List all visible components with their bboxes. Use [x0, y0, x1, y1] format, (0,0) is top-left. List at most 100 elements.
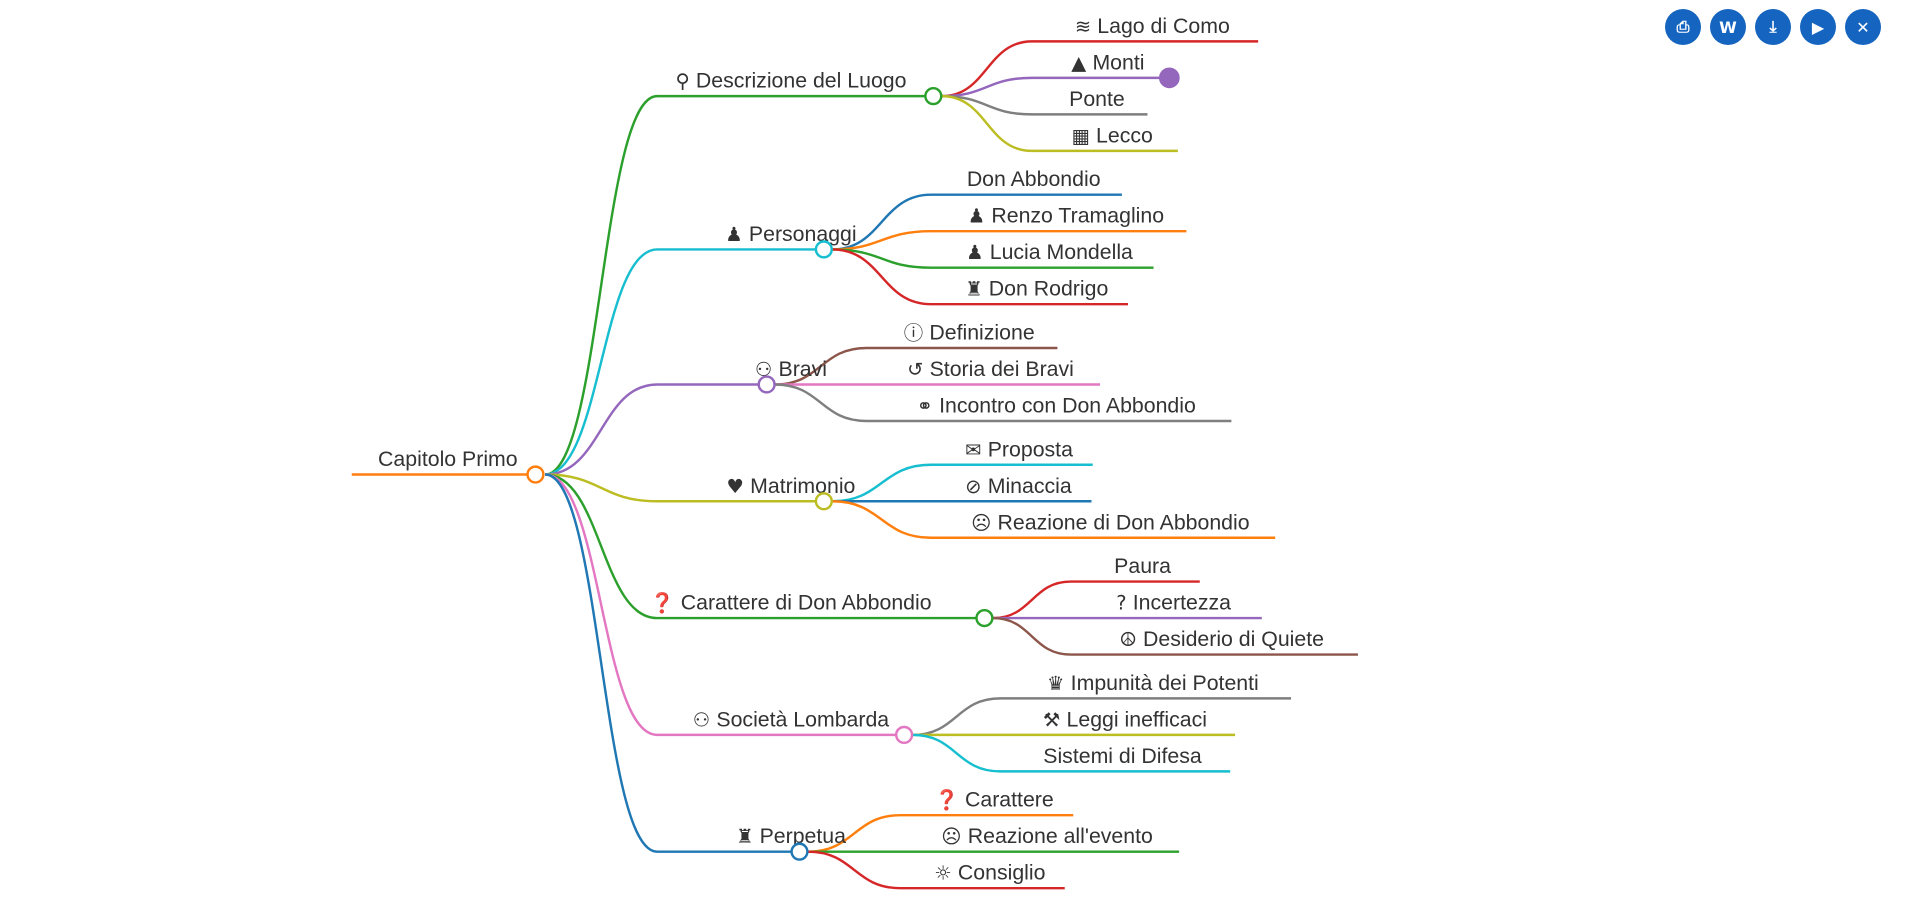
- leaf-node-label: Storia dei Bravi: [930, 357, 1074, 381]
- leaf-connector: [832, 193, 1122, 251]
- svg-text:☮ Desiderio di Quiete: ☮ Desiderio di Quiete: [1119, 627, 1324, 651]
- branch-connector: [545, 473, 985, 620]
- handshake-icon: ⚭: [917, 394, 939, 417]
- question-icon: ?: [1116, 592, 1133, 615]
- mountain-icon: ▲: [1071, 51, 1092, 74]
- leaf-node-label: Incertezza: [1133, 591, 1231, 615]
- leaf-node[interactable]: ✉ Proposta: [965, 437, 1073, 461]
- leaf-node[interactable]: Paura: [1114, 554, 1171, 578]
- branch-toggle[interactable]: [924, 86, 943, 106]
- info-circle-icon: ⓘ: [904, 321, 930, 344]
- branch-node[interactable]: ♜ Perpetua: [736, 824, 846, 848]
- toolbar: ⎙ W ⤓▶ ✕: [1665, 9, 1881, 45]
- leaf-node[interactable]: ⚒ Leggi inefficaci: [1043, 707, 1207, 731]
- branch-connector: [545, 473, 824, 503]
- svg-text:⚒ Leggi inefficaci: ⚒ Leggi inefficaci: [1043, 707, 1207, 731]
- leaf-node[interactable]: ♜ Don Rodrigo: [965, 277, 1108, 301]
- map-marker-icon: ⚲: [675, 70, 695, 93]
- svg-text:≋ Lago di Como: ≋ Lago di Como: [1075, 14, 1230, 38]
- leaf-node[interactable]: ♟ Renzo Tramaglino: [968, 204, 1164, 228]
- leaf-node[interactable]: ▲ Monti: [1071, 50, 1144, 74]
- root-node-label: Capitolo Primo: [378, 447, 518, 471]
- branch-node[interactable]: ⚲ Descrizione del Luogo: [675, 69, 906, 93]
- branch-toggle[interactable]: [814, 240, 833, 259]
- root-toggle[interactable]: [526, 465, 545, 484]
- svg-text:⚲ Descrizione del Luogo: ⚲ Descrizione del Luogo: [675, 69, 906, 93]
- leaf-node-label: Lecco: [1096, 123, 1153, 147]
- branch-node[interactable]: ♥ Matrimonio: [727, 474, 856, 498]
- branch-node[interactable]: ⚇ Bravi: [755, 357, 827, 381]
- leaf-node[interactable]: ? Incertezza: [1116, 591, 1231, 615]
- leaf-node[interactable]: ☹ Reazione all'evento: [941, 824, 1153, 848]
- svg-text:Ponte: Ponte: [1069, 87, 1125, 111]
- branch-node[interactable]: ⚇ Società Lombarda: [693, 707, 890, 731]
- svg-text:⚇ Bravi: ⚇ Bravi: [755, 357, 827, 381]
- svg-text:▲ Monti: ▲ Monti: [1071, 50, 1144, 74]
- leaf-node[interactable]: ⓘ Definizione: [904, 320, 1035, 344]
- leaf-connector: [941, 40, 1259, 98]
- question-circle-icon: ❓: [935, 789, 965, 812]
- branch-toggle[interactable]: [814, 492, 833, 511]
- branch-toggle[interactable]: [975, 608, 994, 628]
- close-icon: ✕: [1856, 17, 1870, 37]
- svg-text:♜ Don Rodrigo: ♜ Don Rodrigo: [965, 277, 1108, 301]
- download-button[interactable]: ⤓: [1755, 9, 1791, 45]
- svg-text:☹ Reazione all'evento: ☹ Reazione all'evento: [941, 824, 1153, 848]
- video-button[interactable]: ▶: [1800, 9, 1836, 45]
- leaf-node[interactable]: ☮ Desiderio di Quiete: [1119, 627, 1324, 651]
- leaf-connector: [775, 383, 1232, 423]
- users-icon: ⚇: [693, 708, 717, 731]
- svg-text:⊘ Minaccia: ⊘ Minaccia: [965, 474, 1072, 498]
- connectors: [351, 40, 1358, 890]
- leaf-node[interactable]: ⊘ Minaccia: [965, 474, 1072, 498]
- leaf-node[interactable]: ♟ Lucia Mondella: [966, 240, 1133, 264]
- leaf-node-label: Sistemi di Difesa: [1043, 744, 1202, 768]
- leaf-connector: [941, 76, 1170, 98]
- leaf-node[interactable]: ♛ Impunità dei Potenti: [1047, 671, 1259, 695]
- leaf-node[interactable]: ▦ Lecco: [1071, 123, 1152, 147]
- user-icon: ♟: [966, 241, 990, 264]
- root-node[interactable]: Capitolo Primo: [378, 447, 518, 471]
- word-button[interactable]: W: [1710, 9, 1746, 45]
- leaf-connector: [941, 94, 1148, 116]
- leaf-node[interactable]: Don Abbondio: [967, 167, 1101, 191]
- branch-node[interactable]: ♟ Personaggi: [725, 222, 856, 246]
- branch-toggle[interactable]: [790, 842, 809, 861]
- close-button[interactable]: ✕: [1845, 9, 1881, 45]
- leaf-node-label: Monti: [1092, 50, 1144, 74]
- svg-text:Sistemi di Difesa: Sistemi di Difesa: [1043, 744, 1202, 768]
- leaf-node-label: Lucia Mondella: [990, 240, 1133, 264]
- svg-text:♛ Impunità dei Potenti: ♛ Impunità dei Potenti: [1047, 671, 1259, 695]
- water-icon: ≋: [1075, 15, 1097, 38]
- svg-text:☹ Reazione di Don Abbondio: ☹ Reazione di Don Abbondio: [971, 510, 1250, 534]
- svg-text:Capitolo Primo: Capitolo Primo: [378, 447, 518, 471]
- gavel-icon: ⚒: [1043, 708, 1067, 731]
- svg-text:↺ Storia dei Bravi: ↺ Storia dei Bravi: [907, 357, 1074, 381]
- print-button[interactable]: ⎙: [1665, 9, 1701, 45]
- leaf-node[interactable]: Ponte: [1069, 87, 1125, 111]
- svg-text:⚭ Incontro con Don Abbondio: ⚭ Incontro con Don Abbondio: [917, 393, 1196, 417]
- frown-icon: ☹: [941, 825, 967, 848]
- branch-node-label: Descrizione del Luogo: [696, 69, 907, 93]
- leaf-connector: [775, 346, 1058, 386]
- word-icon: W: [1719, 17, 1737, 37]
- collapsed-toggle[interactable]: [1159, 67, 1180, 89]
- leaf-node-label: Ponte: [1069, 87, 1125, 111]
- leaf-node[interactable]: ↺ Storia dei Bravi: [907, 357, 1074, 381]
- leaf-node[interactable]: ⚭ Incontro con Don Abbondio: [917, 393, 1196, 417]
- leaf-connector: [912, 733, 1231, 773]
- leaf-node[interactable]: ☹ Reazione di Don Abbondio: [971, 510, 1250, 534]
- branch-node[interactable]: ❓ Carattere di Don Abbondio: [650, 591, 931, 615]
- branch-toggle[interactable]: [894, 725, 914, 745]
- user-secret-icon: ♜: [965, 278, 989, 301]
- leaf-node[interactable]: ❓ Carattere: [935, 788, 1054, 812]
- leaf-node[interactable]: Sistemi di Difesa: [1043, 744, 1202, 768]
- branch-toggle[interactable]: [757, 375, 776, 394]
- leaf-node[interactable]: ≋ Lago di Como: [1075, 14, 1230, 38]
- branch-node-label: Matrimonio: [750, 474, 855, 498]
- svg-text:▦ Lecco: ▦ Lecco: [1071, 123, 1152, 147]
- leaf-node[interactable]: ☼ Consiglio: [934, 861, 1045, 885]
- leaf-node-label: Consiglio: [958, 861, 1046, 885]
- branch-node-label: Società Lombarda: [716, 707, 889, 731]
- leaf-node-label: Don Abbondio: [967, 167, 1101, 191]
